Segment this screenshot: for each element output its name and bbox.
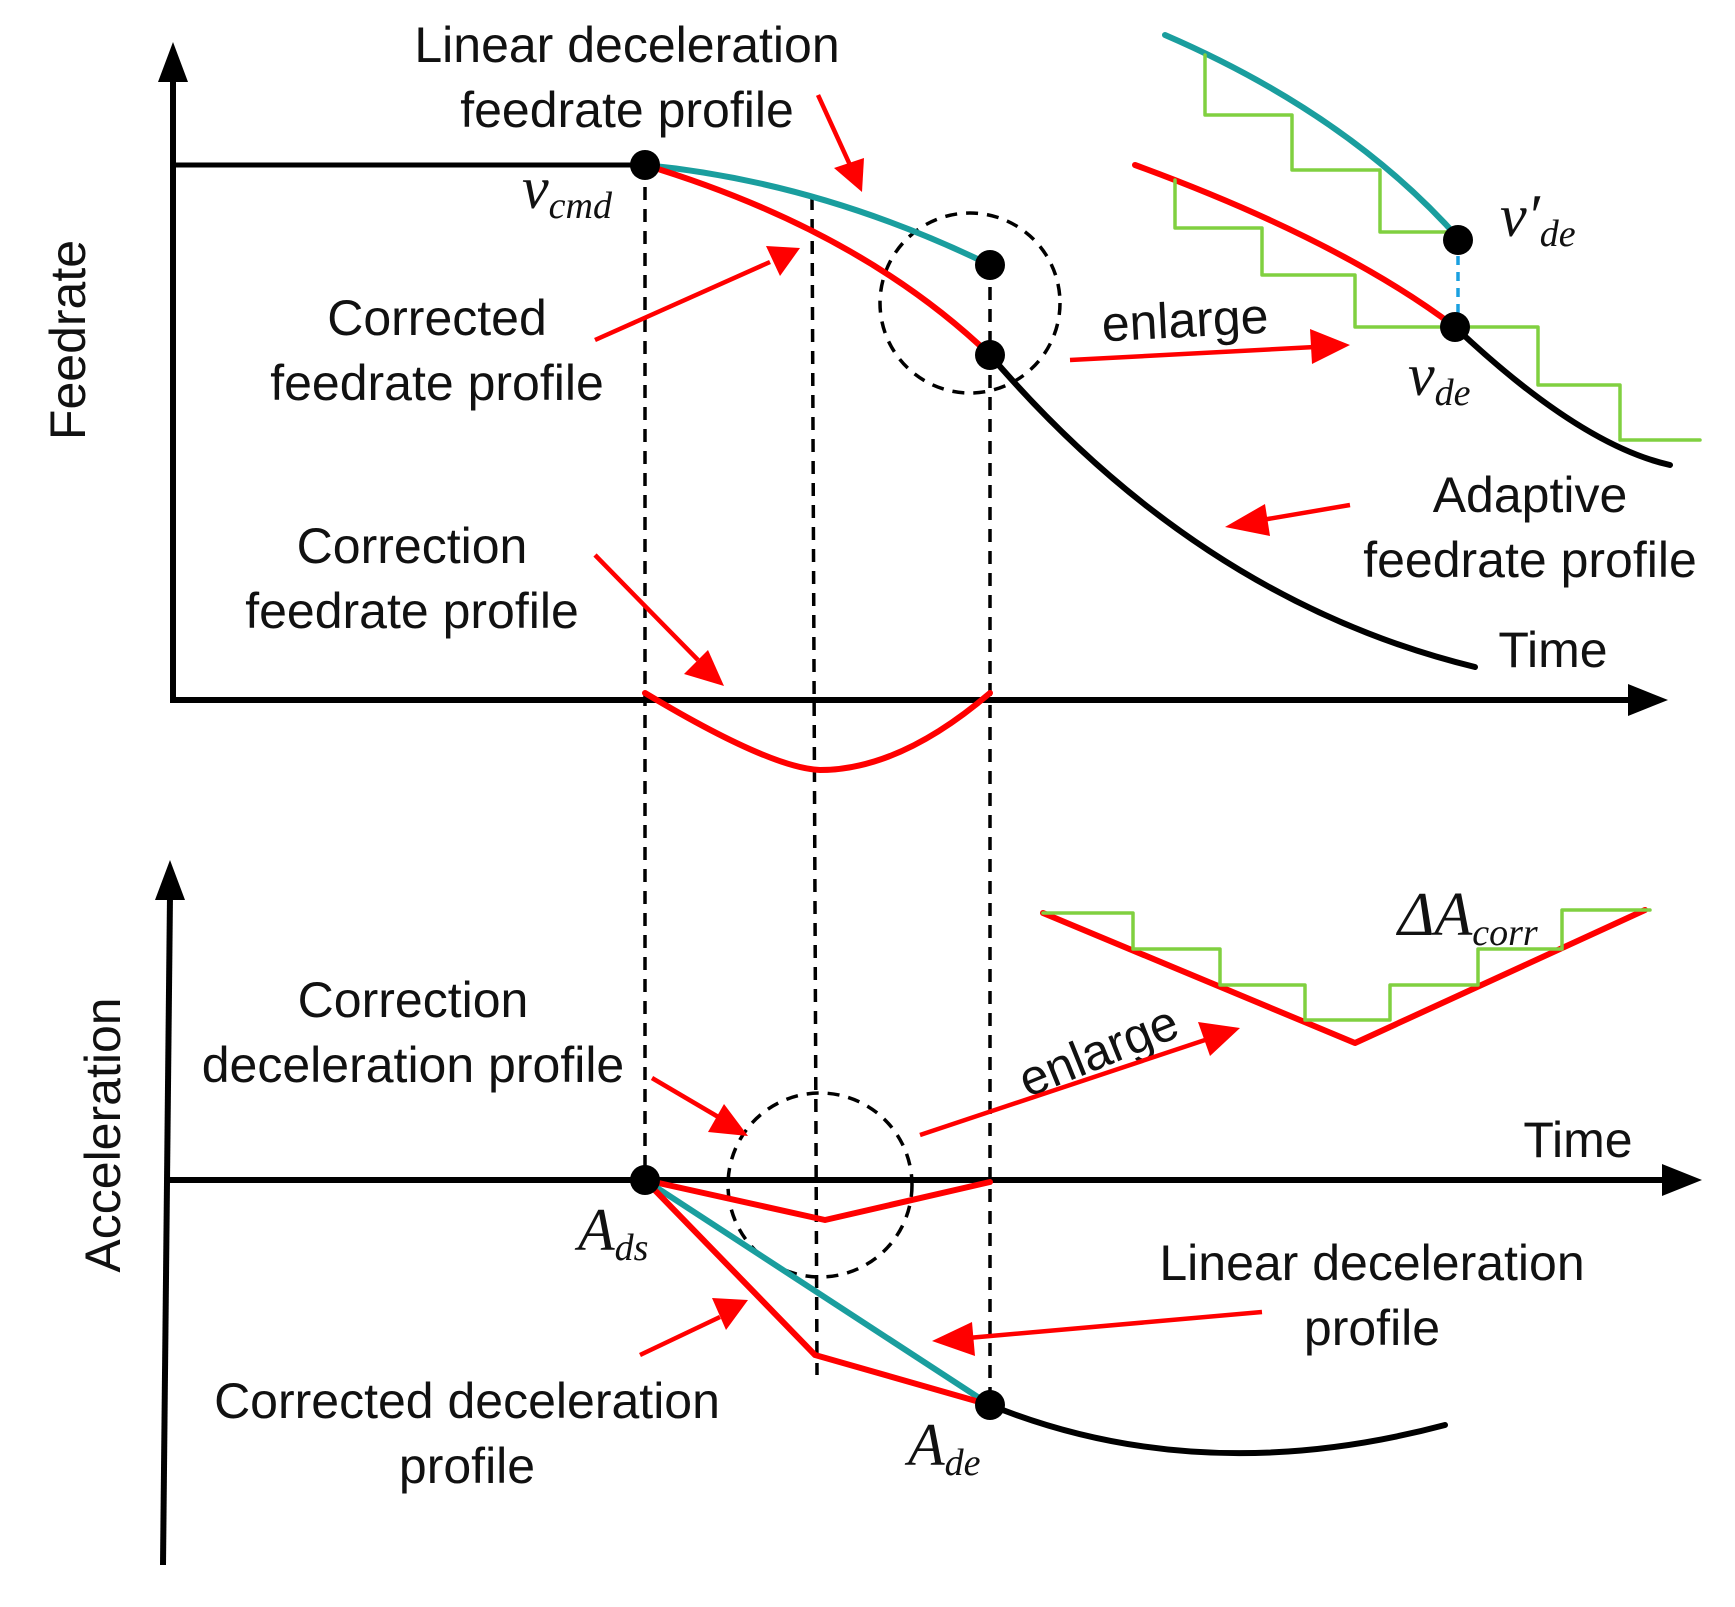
arrow-correction-shaft — [593, 553, 700, 662]
label-corrected-feedrate-line2: feedrate profile — [270, 355, 604, 411]
arrow-enlarge-bottom-shaft — [919, 1037, 1206, 1138]
v-cmd-symbol: vcmd — [522, 155, 613, 227]
feedrate-axis-title: Feedrate — [40, 240, 96, 440]
corrected-feedrate-curve — [642, 162, 993, 358]
v-de-prime-symbol: v′de — [1500, 183, 1576, 255]
arrow-enlarge-top-head — [1310, 329, 1350, 364]
v-de-prime-point — [1443, 225, 1473, 255]
guide-line-middle — [810, 196, 819, 1376]
a-ds-symbol: Ads — [574, 1197, 648, 1269]
arrow-correction-decel-head — [708, 1104, 748, 1136]
label-corrected-deceleration-line2: profile — [399, 1438, 535, 1494]
corrected-deceleration-curve — [642, 1177, 993, 1408]
delta-a-corr-symbol: ΔAcorr — [1395, 881, 1538, 954]
zoom-circle-acceleration — [726, 1091, 914, 1279]
label-linear-deceleration-profile-line1: Linear deceleration — [1159, 1235, 1584, 1291]
arrow-enlarge-top-shaft — [1069, 344, 1316, 363]
feedrate-annotation-arrows — [593, 94, 1351, 686]
inset-adaptive-curve — [1452, 324, 1673, 468]
acceleration-panel: Acceleration Ads Ade ΔAcorr Correction d… — [75, 860, 1702, 1566]
label-corrected-deceleration-line1: Corrected deceleration — [214, 1373, 720, 1429]
inset-corrected-curve — [1132, 162, 1458, 330]
label-corrected-feedrate-line1: Corrected — [327, 290, 547, 346]
arrow-corrected-shaft — [594, 259, 771, 343]
arrow-correction-decel-shaft — [650, 1076, 722, 1120]
label-linear-deceleration-profile-line2: profile — [1304, 1300, 1440, 1356]
a-ds-point — [630, 1165, 660, 1195]
a-de-symbol: Ade — [904, 1412, 981, 1484]
label-time-top: Time — [1498, 622, 1607, 678]
arrow-enlarge-bottom-head — [1198, 1022, 1240, 1056]
adaptive-deceleration-curve — [987, 1402, 1448, 1457]
adaptive-feedrate-curve — [987, 352, 1478, 670]
label-time-bottom: Time — [1523, 1112, 1632, 1168]
label-correction-feedrate-line2: feedrate profile — [245, 583, 579, 639]
v-cmd-point — [630, 150, 660, 180]
correction-feedrate-curve — [642, 690, 993, 773]
inset-v-de-point — [1440, 312, 1470, 342]
arrow-correction-head — [684, 650, 724, 686]
zoom-circle-feedrate — [878, 211, 1062, 395]
inset-linear-curve — [1162, 32, 1463, 243]
feedrate-x-axis-arrowhead — [1628, 684, 1668, 716]
feedrate-panel: Feedrate vcmd v′de vd — [40, 17, 1702, 1402]
acceleration-y-axis — [160, 894, 173, 1566]
label-correction-deceleration-line1: Correction — [298, 972, 529, 1028]
acceleration-annotation-arrows — [639, 1022, 1263, 1358]
arrow-linear-decel-shaft — [967, 1309, 1263, 1341]
label-correction-deceleration-line2: deceleration profile — [202, 1037, 625, 1093]
arrow-adaptive-shaft — [1261, 502, 1351, 523]
a-de-point — [975, 1390, 1005, 1420]
v-de-symbol: vde — [1408, 342, 1471, 414]
inset-correction-v-curve — [1040, 907, 1648, 1046]
acceleration-x-axis-arrowhead — [1662, 1164, 1702, 1196]
linear-deceleration-curve — [642, 1177, 993, 1408]
acceleration-axis-title: Acceleration — [75, 997, 131, 1272]
arrow-corrected-decel-head — [712, 1298, 748, 1330]
label-adaptive-line2: feedrate profile — [1363, 532, 1697, 588]
v-de-point — [975, 340, 1005, 370]
label-linear-deceleration-line2: feedrate profile — [460, 82, 794, 138]
arrow-linear-shaft — [815, 94, 853, 166]
arrow-adaptive-head — [1225, 504, 1270, 536]
arrow-corrected-head — [766, 246, 800, 276]
inset-correction-steps — [1041, 908, 1652, 1022]
inset-linear-steps — [1203, 53, 1462, 234]
acceleration-enlarged-inset: ΔAcorr — [1040, 881, 1652, 1046]
feedrate-enlarged-inset: v′de vde — [1132, 32, 1702, 468]
linear-end-point — [975, 250, 1005, 280]
arrow-linear-head — [834, 158, 864, 192]
arrow-corrected-decel-shaft — [639, 1314, 721, 1358]
correction-deceleration-curve — [642, 1177, 993, 1223]
linear-deceleration-feedrate-curve — [642, 162, 993, 268]
label-correction-feedrate-line1: Correction — [297, 518, 528, 574]
label-enlarge-top: enlarge — [1100, 288, 1269, 353]
inset-corrected-steps — [1173, 178, 1702, 442]
label-linear-deceleration-line1: Linear deceleration — [414, 17, 839, 73]
label-enlarge-bottom: enlarge — [1011, 994, 1187, 1108]
feedrate-y-axis-arrowhead — [158, 42, 188, 82]
acceleration-y-axis-arrowhead — [155, 860, 185, 900]
label-adaptive-line1: Adaptive — [1433, 467, 1628, 523]
arrow-linear-decel-head — [932, 1322, 975, 1356]
